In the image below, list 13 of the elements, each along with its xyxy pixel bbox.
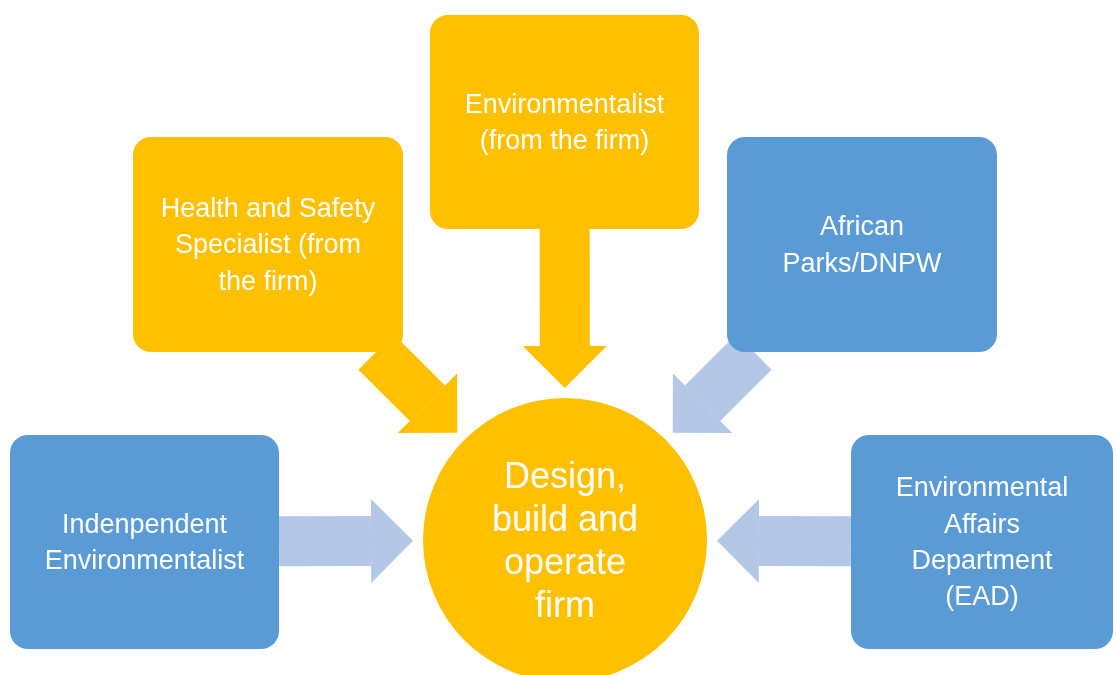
process-box xyxy=(727,137,997,352)
node-label: Environmentalist (from the firm) xyxy=(463,87,666,157)
process-box xyxy=(133,137,403,352)
node-label: Health and Safety Specialist (from the firm) xyxy=(159,191,377,298)
node-label: Indenpendent Environmentalist xyxy=(43,507,246,577)
process-box xyxy=(430,15,699,229)
node-label: African Parks/DNPW xyxy=(781,210,943,280)
process-box xyxy=(10,435,279,649)
process-box xyxy=(851,435,1113,649)
block-arrow xyxy=(278,498,413,583)
block-arrow xyxy=(522,229,607,388)
node-label: Environmental Affairs Department (EAD) xyxy=(894,471,1070,614)
node-label: Design, build and operate firm xyxy=(490,453,640,627)
